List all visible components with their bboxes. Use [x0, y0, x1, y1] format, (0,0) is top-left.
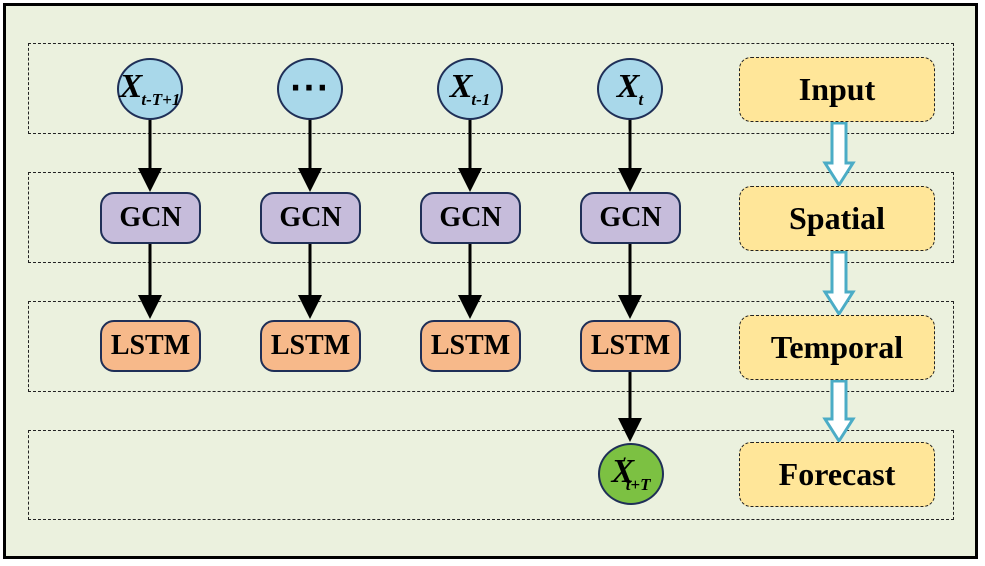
gcn-box-3: GCN — [420, 192, 521, 244]
lane-spatial — [28, 172, 954, 263]
input-node-3-label: Xt-1 — [449, 68, 491, 109]
stage-spatial: Spatial — [739, 186, 935, 251]
input-node-4: Xt — [597, 58, 663, 120]
lane-forecast — [28, 430, 954, 520]
lane-temporal — [28, 301, 954, 392]
input-node-1-label: Xt-T+1 — [119, 68, 181, 109]
flow-arrow-spatial-temporal — [822, 250, 856, 317]
lstm-box-2: LSTM — [260, 320, 361, 372]
input-node-ellipsis: ··· — [277, 58, 343, 120]
lstm-box-3: LSTM — [420, 320, 521, 372]
flow-arrow-input-spatial — [822, 121, 856, 188]
stage-forecast: Forecast — [739, 442, 935, 507]
input-node-1: Xt-T+1 — [117, 58, 183, 120]
output-node-label: X′t+T — [611, 453, 651, 494]
lane-input — [28, 43, 954, 134]
input-node-3: Xt-1 — [437, 58, 503, 120]
stage-input: Input — [739, 57, 935, 122]
input-node-4-label: Xt — [616, 68, 644, 109]
lstm-box-4: LSTM — [580, 320, 681, 372]
gcn-box-2: GCN — [260, 192, 361, 244]
ellipsis: ··· — [289, 71, 331, 106]
flow-arrow-temporal-forecast — [822, 379, 856, 444]
stage-temporal: Temporal — [739, 315, 935, 380]
gcn-box-1: GCN — [100, 192, 201, 244]
lstm-box-1: LSTM — [100, 320, 201, 372]
output-node: X′t+T — [598, 443, 664, 505]
gcn-box-4: GCN — [580, 192, 681, 244]
